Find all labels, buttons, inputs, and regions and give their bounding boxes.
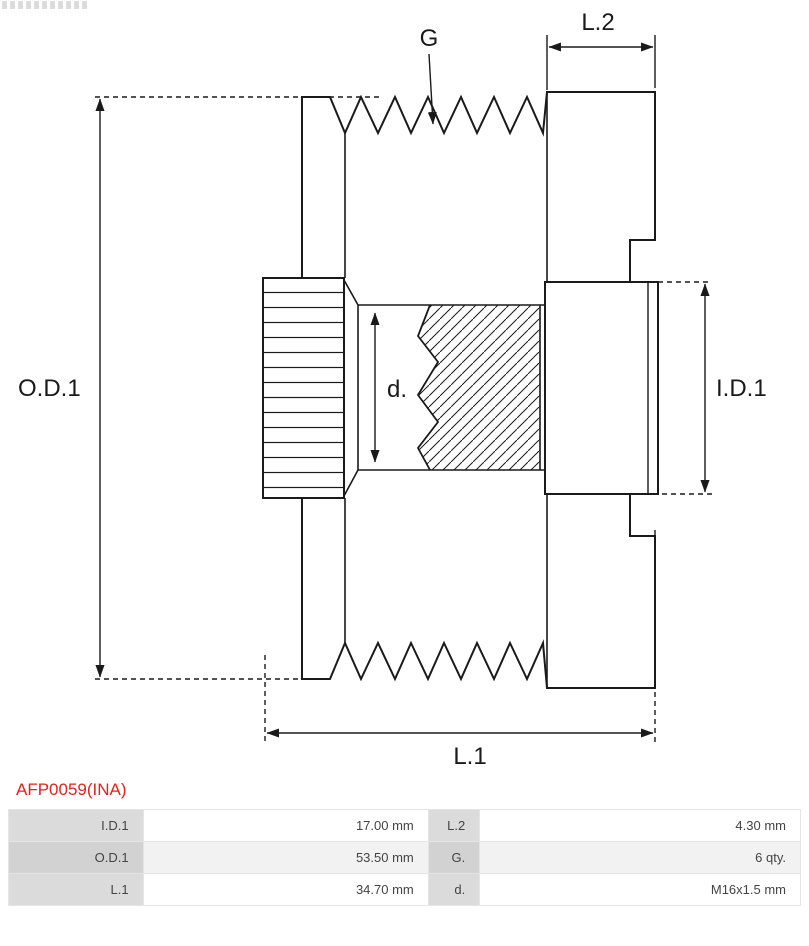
label-d: d. xyxy=(387,376,407,403)
thread-section xyxy=(416,304,540,471)
spec-label: G. xyxy=(427,841,481,874)
spline-sleeve xyxy=(262,277,345,499)
thread-crest-zigzag xyxy=(416,304,440,471)
spec-value: M16x1.5 mm xyxy=(479,873,801,906)
spec-table: I.D.1 17.00 mm L.2 4.30 mm O.D.1 53.50 m… xyxy=(8,809,801,906)
pulley-diagram: O.D.1 L.2 G I.D.1 d. L. xyxy=(18,9,767,770)
spec-label: O.D.1 xyxy=(8,841,144,874)
spec-value: 34.70 mm xyxy=(142,873,429,906)
label-l2: L.2 xyxy=(581,9,614,36)
pulley-bottom-profile xyxy=(301,494,656,689)
dimension-id1 xyxy=(550,281,712,495)
spec-value: 6 qty. xyxy=(479,841,801,874)
part-number: AFP0059(INA) xyxy=(16,780,127,799)
table-row: I.D.1 17.00 mm L.2 4.30 mm xyxy=(8,809,801,842)
dimension-od1 xyxy=(95,96,380,680)
label-id1: I.D.1 xyxy=(716,375,767,402)
bore-cylinder xyxy=(544,281,659,495)
pulley-top-profile xyxy=(301,91,656,282)
thread-hatch-area xyxy=(418,305,540,470)
dimension-g xyxy=(427,53,437,125)
spec-label: L.2 xyxy=(427,809,481,842)
spec-label: I.D.1 xyxy=(8,809,144,842)
pulley-outline xyxy=(301,91,659,689)
corner-watermark xyxy=(2,1,90,9)
spec-label: d. xyxy=(427,873,481,906)
label-g: G xyxy=(420,25,439,52)
dimension-l2 xyxy=(546,35,656,90)
spec-value: 4.30 mm xyxy=(479,809,801,842)
spec-value: 53.50 mm xyxy=(142,841,429,874)
dimension-l1 xyxy=(264,530,656,742)
pulley-inner-walls xyxy=(344,92,548,688)
label-l1: L.1 xyxy=(453,743,486,770)
spec-value: 17.00 mm xyxy=(142,809,429,842)
table-row: L.1 34.70 mm d. M16x1.5 mm xyxy=(8,873,801,906)
label-od1: O.D.1 xyxy=(18,375,81,402)
spec-label: L.1 xyxy=(8,873,144,906)
table-row: O.D.1 53.50 mm G. 6 qty. xyxy=(8,841,801,874)
